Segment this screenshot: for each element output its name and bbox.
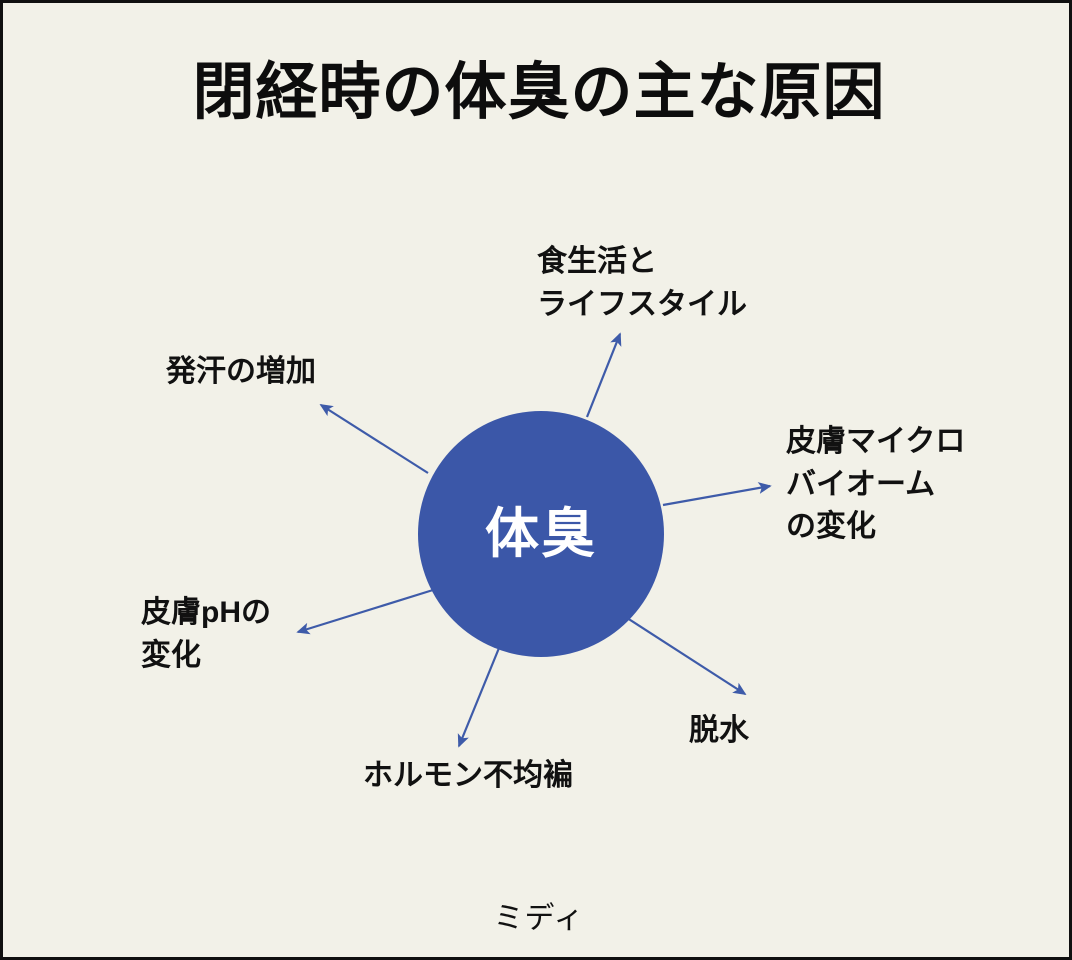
arrow-to-skin-microbiome bbox=[662, 482, 772, 507]
arrow-to-skin-ph bbox=[296, 588, 434, 635]
arrow-to-dehydration bbox=[623, 615, 747, 695]
arrow-to-diet-lifestyle bbox=[585, 332, 622, 418]
center-node-label: 体臭 bbox=[485, 504, 597, 564]
page-title: 閉経時の体臭の主な原因 bbox=[192, 58, 886, 127]
node-label-dehydration[interactable]: 脱水 bbox=[689, 714, 749, 747]
footer-caption: ミディ bbox=[493, 902, 585, 935]
node-label-diet-lifestyle[interactable]: 食生活と ライフスタイル bbox=[537, 245, 747, 321]
center-node-body-odor[interactable]: 体臭 bbox=[418, 411, 664, 657]
node-label-hormone-imbalance[interactable]: ホルモン不均褊 bbox=[363, 759, 573, 792]
arrow-to-hormone-imbalance bbox=[457, 647, 501, 748]
node-label-skin-microbiome-change[interactable]: 皮膚マイクロ バイオーム の変化 bbox=[786, 425, 966, 544]
arrow-to-increased-sweating bbox=[319, 404, 429, 474]
connector-arrows bbox=[296, 332, 772, 748]
node-label-skin-ph-change[interactable]: 皮膚pHの 変化 bbox=[141, 596, 271, 672]
node-label-increased-sweating[interactable]: 発汗の増加 bbox=[166, 355, 316, 388]
